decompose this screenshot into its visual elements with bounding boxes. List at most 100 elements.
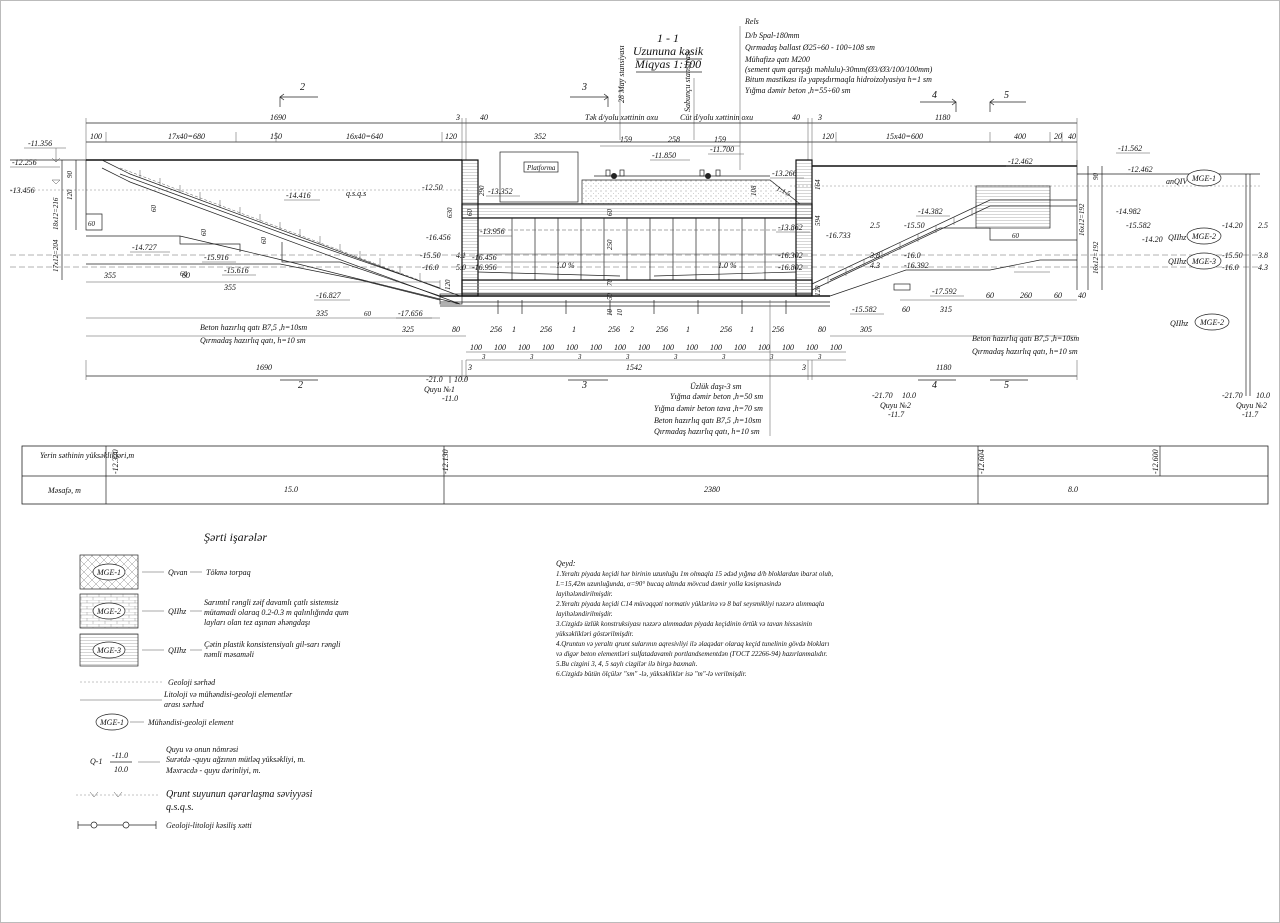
vm-12: 120 [814,285,822,296]
br-three-e: 3 [673,353,678,361]
note-line-8: və digər beton elementləri sulfatadavaml… [556,650,827,658]
dim-rp-0: 120 [822,132,834,141]
el-r-9: 3.8 [869,251,880,260]
el-l-11: -15.50 [420,251,441,260]
vl-6: 60 [150,205,158,213]
mark-5-top: 5 [1004,90,1009,101]
el-r-5: -15.582 [1126,221,1151,230]
left-stair [85,159,463,305]
br-11: 100 [734,343,746,352]
el-r-13: -16.733 [826,231,851,240]
legend-well-bottom: 10.0 [114,765,128,774]
el-r-6: -14.20 [1142,235,1163,244]
lc-7: 1 [686,325,690,334]
br-14: 100 [806,343,818,352]
legend-code-1: QIIhz [168,607,187,616]
legend-well-top: -11.0 [112,751,128,760]
legend-text-1: Sarımtıl rəngli zəif davamlı çatlı siste… [204,598,349,627]
legend-well-text-1: Surətdə -quyu ağzının mütləq yüksəkliyi,… [166,755,305,764]
br-6: 100 [614,343,626,352]
vr-1: 16x12=192 [1078,203,1086,236]
left-vertical-dims: 90 120 18x12=216 17x12=204 60 60 60 60 6… [52,160,372,318]
right-stair-labels: -11.562 -12.462 -12.462 -14.382 -14.982 … [826,144,1163,337]
legend-gw-text: Qrunt suyunun qərarlaşma səviyyəsi [166,789,313,800]
el-r-11: 4.3 [870,261,880,270]
tunnel-labels: -11.850 -11.700 -13.266 -13.352 -13.956 … [444,145,826,334]
geo-re-2: -15.50 [1222,251,1243,260]
geo-re-3: 3.8 [1257,251,1268,260]
legend-title: Şərti işarələr [204,530,267,544]
legend-well-code: Q-1 [90,757,102,766]
table-el-0: -12.320 [111,449,120,474]
note-line-9: 5.Bu cizgini 3, 4, 5 saylı cizgilər ilə … [556,660,698,668]
mark-2-bot: 2 [298,380,303,391]
well2-top: -21.70 [872,391,893,400]
bd-3a: 3 [467,363,472,372]
legend-text-1-wrap: Sarımtıl rəngli zəif davamlı çatlı siste… [204,598,349,627]
geo-mge2b: MGE-2 [1199,318,1224,327]
el-l-10: -16.456 [426,233,451,242]
el-l-1: -12.256 [12,158,37,167]
br-three-c: 3 [577,353,582,361]
dim-rp-2: 400 [1014,132,1026,141]
vl-2: 18x12=216 [52,197,60,230]
dim-mp-3: 159 [714,135,726,144]
lc-0: 256 [490,325,502,334]
legend-text-0: Tökmə torpaq [206,568,251,577]
br-2: 100 [518,343,530,352]
ln-left-0: Beton hazırlıq qatı B7,5 ,h=10sm [200,323,307,332]
geo-re-5: 4.3 [1258,263,1268,272]
lnc-0: Üzlük daşı-3 sm [690,382,742,391]
vm-3: 250 [606,239,614,250]
lnc-1: Yığma dəmir beton ,h=50 sm [670,392,763,401]
well3-bottom: -11.7 [1242,410,1259,419]
br-4: 100 [566,343,578,352]
vm-0: 290 [478,185,486,196]
vm-11: 594 [814,215,822,226]
center-layer-notes: Üzlük daşı-3 sm Yığma dəmir beton ,h=50 … [654,300,771,436]
vm-10: 164 [814,179,822,190]
table-dist-1: 2380 [704,485,720,494]
well3-name: Quyu №2 [1236,401,1267,410]
note-line-0: 1.Yeraltı piyada keçidi hər birinin uzun… [556,570,833,578]
single-track-label: Tək d/yolu xəttinin oxu [585,113,658,122]
vr-2: 16x12=192 [1092,241,1100,274]
el-r-1: -12.462 [1008,157,1033,166]
note-line-2: layihələndirilmişdir. [556,590,613,598]
geo-mge3: MGE-3 [1191,257,1216,266]
vm-1: 630 [446,207,454,218]
well1-depth: 10.0 [454,375,468,384]
lc-3: 1 [572,325,576,334]
legend-text-2-wrap: Çətin plastik konsistensiyalı gil-sarı r… [204,640,340,659]
br-three-b: 3 [529,353,534,361]
slope-left: 1.0 % [556,261,575,270]
geology-labels: anQIV MGE-1 QIIhz MGE-2 QIIhz MGE-3 QIIh… [1166,169,1268,396]
lc-10: 256 [772,325,784,334]
bottom-dimensions: 1690 1542 1180 3 3 2 3 4 5 [85,360,1078,391]
el-c-3: -13.352 [488,187,513,196]
lr-0: 305 [859,325,872,334]
note-line-4: layihələndirilmişdir. [556,610,613,618]
lr-1: 60 [902,305,910,314]
el-r-2: -12.462 [1128,165,1153,174]
el-r-10: -16.0 [904,251,921,260]
geo-q2: QIIhz [1168,257,1187,266]
dim-mp-0: 352 [533,132,546,141]
mark-5-bot: 5 [1004,380,1009,391]
ld-3: 335 [315,309,328,318]
ln-right-0: Beton hazırlıq qatı B7,5 ,h=10sm [972,334,1079,343]
el-l-13: 4.1 [456,251,466,260]
el-c-2: -13.266 [772,169,797,178]
lc-9: 1 [750,325,754,334]
wells: -21.0 10.0 Quyu №1 -11.0 -21.70 10.0 Quy… [424,375,1270,419]
legend-well-text-0: Quyu və onun nömrəsi [166,745,238,754]
ln-right-1: Qırmadaş hazırlıq qatı, h=10 sm [972,347,1078,356]
el-c-1: -11.700 [710,145,734,154]
vr-0: 90 [1092,173,1100,181]
el-r-3: -14.382 [918,207,943,216]
vm-2: 60 [466,209,474,217]
well3-top: -21.70 [1222,391,1243,400]
well2-depth: 10.0 [902,391,916,400]
ld-0: 355 [103,271,116,280]
ln-left-1: Qırmadaş hazırlıq qatı, h=10 sm [200,336,306,345]
